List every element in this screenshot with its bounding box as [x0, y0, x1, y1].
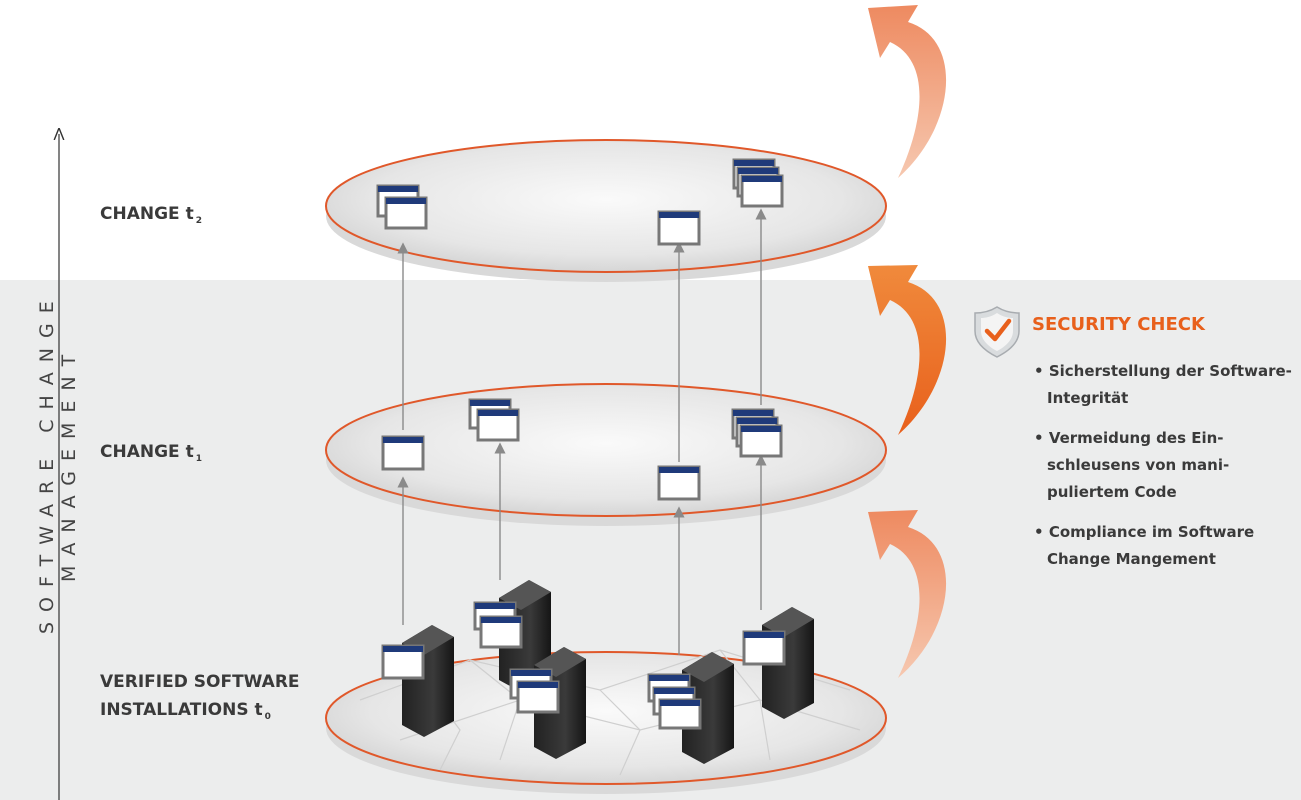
- curved-arrow-icon: [868, 510, 947, 678]
- level-subscript: 2: [195, 216, 202, 226]
- level-subscript: 1: [195, 454, 202, 464]
- curved-arrow-icon: [868, 265, 947, 435]
- app-window-icon: [381, 644, 425, 680]
- level-label-text: CHANGE t: [100, 204, 194, 224]
- app-window-icon: [479, 615, 523, 649]
- list-item: Compliance im Software Change Mangement: [1034, 519, 1299, 573]
- curved-arrows: [868, 5, 947, 678]
- curved-arrow-icon: [868, 5, 947, 178]
- axis-label-text: SOFTWARE CHANGE MANAGEMENT: [36, 291, 80, 635]
- app-windows: [376, 158, 786, 730]
- app-window-icon: [740, 174, 784, 208]
- level-label-text: VERIFIED SOFTWARE: [100, 672, 300, 692]
- level-subscript: 0: [264, 712, 271, 722]
- app-window-icon: [476, 408, 520, 442]
- disc-t0: [325, 649, 887, 794]
- app-window-icon: [657, 210, 701, 246]
- level-label-text: INSTALLATIONS t: [100, 700, 263, 720]
- change-arrows: [397, 208, 767, 655]
- app-window-icon: [742, 630, 786, 666]
- security-check-list: Sicherstellung der Software-Integrität V…: [1034, 358, 1299, 586]
- axis-label: SOFTWARE CHANGE MANAGEMENT: [36, 178, 86, 748]
- app-window-icon: [381, 435, 425, 471]
- security-check-title: SECURITY CHECK: [1032, 314, 1205, 335]
- shield-check-icon: [974, 306, 1020, 358]
- app-window-icon: [657, 465, 701, 501]
- app-window-icon: [739, 424, 783, 458]
- list-item: Vermeidung des Ein-schleusens von mani-p…: [1034, 425, 1299, 506]
- app-window-icon: [516, 680, 560, 714]
- server-icon: [682, 652, 734, 764]
- list-item: Sicherstellung der Software-Integrität: [1034, 358, 1299, 412]
- app-window-icon: [384, 196, 428, 230]
- server-icon: [402, 625, 454, 737]
- app-window-icon: [658, 698, 702, 730]
- level-label-text: CHANGE t: [100, 442, 194, 462]
